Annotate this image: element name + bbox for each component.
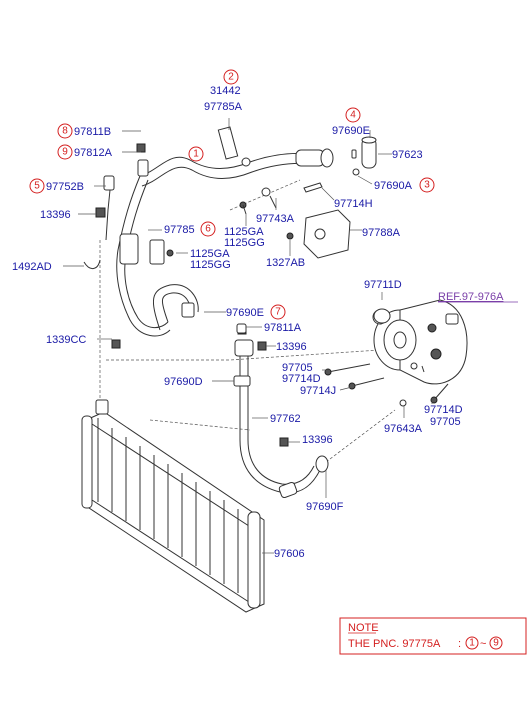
callout-7: 7: [270, 304, 286, 320]
note-title: NOTE: [348, 622, 379, 634]
part-label-97788a: 97788A: [362, 227, 401, 239]
part-label-97785a: 97785A: [204, 101, 243, 113]
suction-hose-assembly: [139, 126, 334, 187]
o-ring: [373, 308, 391, 324]
part-label-97752b: 97752B: [46, 181, 84, 193]
part-label-97785: 97785: [164, 224, 195, 236]
svg-text:2: 2: [228, 72, 234, 83]
part-label-1125ga-left: 1125GA: [190, 248, 230, 260]
svg-text:6: 6: [205, 224, 211, 235]
part-label-97811a: 97811A: [264, 322, 302, 334]
part-label-1125ga-right: 1125GA: [224, 226, 264, 238]
part-label-97705-right: 97705: [430, 416, 461, 428]
part-label-97762: 97762: [270, 413, 301, 425]
line-art: [81, 126, 468, 613]
part-label-97690e-upper: 97690E: [332, 125, 370, 137]
part-label-1125gg-left: 1125GG: [190, 259, 231, 271]
part-label-13396-middle: 13396: [276, 341, 307, 353]
part-label-97812a: 97812A: [74, 147, 113, 159]
discharge-hose-assembly: [233, 325, 329, 499]
callout-4: 4: [345, 107, 361, 123]
clip-97811a: [236, 323, 247, 334]
part-label-97714d-right: 97714D: [424, 404, 463, 416]
part-label-97811b: 97811B: [74, 126, 111, 138]
part-label-1125gg-right: 1125GG: [224, 237, 265, 249]
condenser: [81, 339, 265, 613]
mounting-bracket: [149, 182, 323, 265]
guide-dashed-line: [106, 349, 381, 361]
note-tilde: ~: [480, 638, 486, 650]
part-labels: 31442 97785A 97811B 97812A 97752B 13396 …: [12, 85, 518, 560]
part-label-1339cc: 1339CC: [46, 334, 86, 346]
reference-link-97-976a[interactable]: REF.97-976A: [438, 291, 504, 303]
note-text: THE PNC. 97775A: [348, 638, 441, 650]
svg-text:8: 8: [62, 126, 68, 137]
part-label-97714j: 97714J: [300, 385, 336, 397]
guide-dashed-line: [321, 409, 396, 466]
note-range-start: 1: [469, 638, 475, 649]
callout-3: 3: [419, 177, 435, 193]
callout-5: 5: [29, 178, 45, 194]
part-label-97690f: 97690F: [306, 501, 344, 513]
note-range-end: 9: [493, 638, 499, 649]
liquid-hose-assembly: [83, 143, 199, 337]
part-label-31442: 31442: [210, 85, 241, 97]
part-label-97690d: 97690D: [164, 376, 203, 388]
part-label-97606: 97606: [274, 548, 305, 560]
part-label-97643a: 97643A: [384, 423, 423, 435]
svg-text:1: 1: [193, 149, 199, 160]
part-label-97743a: 97743A: [256, 213, 295, 225]
part-label-13396-upper: 13396: [40, 209, 71, 221]
part-label-97623: 97623: [392, 149, 423, 161]
svg-text:7: 7: [275, 307, 281, 318]
muffler-block: [286, 209, 351, 259]
leader-lines: [63, 118, 433, 554]
svg-text:3: 3: [424, 180, 430, 191]
part-label-97714h: 97714H: [334, 198, 373, 210]
callout-8: 8: [57, 123, 73, 139]
callout-2: 2: [223, 69, 239, 85]
callout-1: 1: [188, 146, 204, 162]
note-colon: :: [458, 638, 461, 650]
part-label-97690a: 97690A: [374, 180, 413, 192]
svg-text:5: 5: [34, 181, 40, 192]
svg-text:9: 9: [62, 147, 68, 158]
note-box: NOTE THE PNC. 97775A : 1 ~ 9: [339, 617, 527, 655]
guide-dashed-line: [149, 419, 251, 431]
part-label-1327ab: 1327AB: [266, 257, 305, 269]
part-label-97690e-lower: 97690E: [226, 307, 264, 319]
part-label-13396-lower: 13396: [302, 434, 333, 446]
pressure-switch: [351, 136, 377, 176]
callout-6: 6: [200, 221, 216, 237]
part-label-97711d: 97711D: [364, 279, 402, 291]
part-label-1492ad: 1492AD: [12, 261, 52, 273]
callout-markers: 2 8 9 1 4 3 5 6: [29, 69, 435, 320]
part-label-97714d-left: 97714D: [282, 373, 321, 385]
part-label-97705-left: 97705: [282, 362, 313, 374]
svg-text:4: 4: [350, 110, 356, 121]
callout-9: 9: [57, 144, 73, 160]
compressor: [373, 299, 468, 407]
